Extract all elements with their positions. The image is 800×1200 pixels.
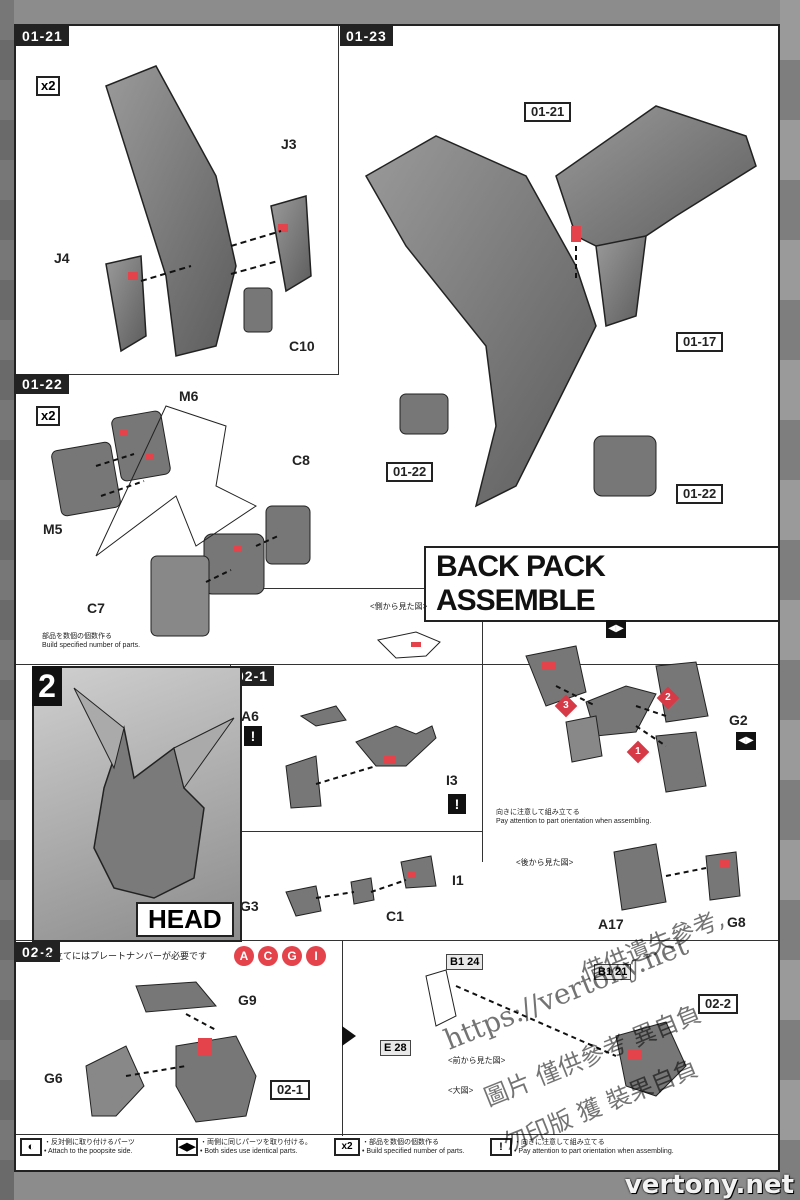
plate-badge: A <box>234 946 254 966</box>
assembly-illustrations <box>51 65 757 1123</box>
brand-watermark: vertony.net <box>624 1170 794 1200</box>
ref-box: 01-22 <box>386 462 434 482</box>
step-number: 2 <box>32 666 62 706</box>
back-view-label: <後から見た図> <box>516 858 574 867</box>
orientation-note: 向きに注意して組み立てる Pay attention to part orien… <box>496 809 652 825</box>
plate-badge: I <box>306 946 326 966</box>
side-view-label: <側から見た図> <box>370 602 428 611</box>
legend-opposite: ・反対側に取り付けるパーツ • Attach to the poopsite s… <box>44 1139 135 1155</box>
opposite-side-icon: ◐ <box>20 1138 42 1156</box>
part-label: J4 <box>54 250 70 266</box>
multiplier-x2: x2 <box>36 76 61 96</box>
big-view-label: <大図> <box>448 1086 474 1095</box>
plate-stamp: E 28 <box>380 1040 411 1056</box>
part-label: M5 <box>43 521 63 537</box>
ref-box: 01-22 <box>676 484 724 504</box>
part-label: A17 <box>598 916 624 932</box>
left-margin-stripe <box>0 0 14 1200</box>
ref-box: 02-1 <box>270 1080 311 1100</box>
divider <box>16 374 338 375</box>
part-label: J3 <box>281 136 297 152</box>
armor-part <box>105 65 237 357</box>
multiplier-legend-icon: x2 <box>334 1138 360 1156</box>
part-label: I1 <box>452 872 464 888</box>
part-label: C7 <box>87 600 105 616</box>
divider <box>230 831 482 832</box>
part-label: M6 <box>179 388 199 404</box>
part-label: A6 <box>241 708 259 724</box>
manual-page: 01-21 01-23 01-22 02-1 02-2 x2 x2 <box>14 24 780 1172</box>
both-sides-icon: ◀▶ <box>606 620 626 638</box>
plate-stamp: B1 21 <box>594 964 632 980</box>
armor-part <box>270 195 312 293</box>
part-label: G2 <box>729 712 748 728</box>
divider <box>482 588 483 862</box>
part-label: C8 <box>292 452 310 468</box>
part-label: I3 <box>446 772 458 788</box>
plate-note: 組み立てにはプレートナンバーが必要です <box>36 951 208 961</box>
multiplier-x2: x2 <box>36 406 61 426</box>
legend-both: ・両側に同じパーツを取り付ける。 • Both sides use identi… <box>200 1139 312 1155</box>
back-pack-title: BACK PACK ASSEMBLE <box>424 546 778 622</box>
part-label: G8 <box>727 914 746 930</box>
divider <box>16 1134 778 1135</box>
build-note: 部品を数個の個数作る Build specified number of par… <box>42 633 141 649</box>
step-tag-01-22: 01-22 <box>16 374 69 394</box>
armor-part <box>105 255 147 353</box>
ref-box: 01-21 <box>524 102 572 122</box>
both-sides-icon: ◀▶ <box>736 732 756 750</box>
head-illustration <box>32 666 242 942</box>
ref-box: 02-2 <box>698 994 739 1014</box>
head-title: HEAD <box>136 902 234 937</box>
armor-part <box>243 287 273 333</box>
part-label: C10 <box>289 338 315 354</box>
plate-stamp: B1 24 <box>446 954 484 970</box>
step-tag-02-2: 02-2 <box>16 942 61 962</box>
legend-x2: ・部品を数個の個数作る • Build specified number of … <box>362 1139 465 1155</box>
step-tag-01-21: 01-21 <box>16 26 69 46</box>
plate-badge: C <box>258 946 278 966</box>
part-label: G9 <box>238 992 257 1008</box>
part-label: G3 <box>240 898 259 914</box>
part-label: C1 <box>386 908 404 924</box>
front-view-label: <前から見た図> <box>448 1056 506 1065</box>
step-tag-01-23: 01-23 <box>340 26 393 46</box>
divider <box>16 664 778 665</box>
both-sides-legend-icon: ◀▶ <box>176 1138 198 1156</box>
warning-icon: ! <box>244 726 262 746</box>
legend-orientation: ・向きに注意して組み立てる • Pay attention to part or… <box>514 1139 674 1155</box>
divider <box>338 26 339 375</box>
warning-icon: ! <box>448 794 466 814</box>
plate-badge: G <box>282 946 302 966</box>
ref-box: 01-17 <box>676 332 724 352</box>
divider <box>16 940 778 941</box>
part-label: G6 <box>44 1070 63 1086</box>
orientation-legend-icon: ! <box>490 1138 512 1156</box>
right-margin-stripe <box>780 0 800 1200</box>
